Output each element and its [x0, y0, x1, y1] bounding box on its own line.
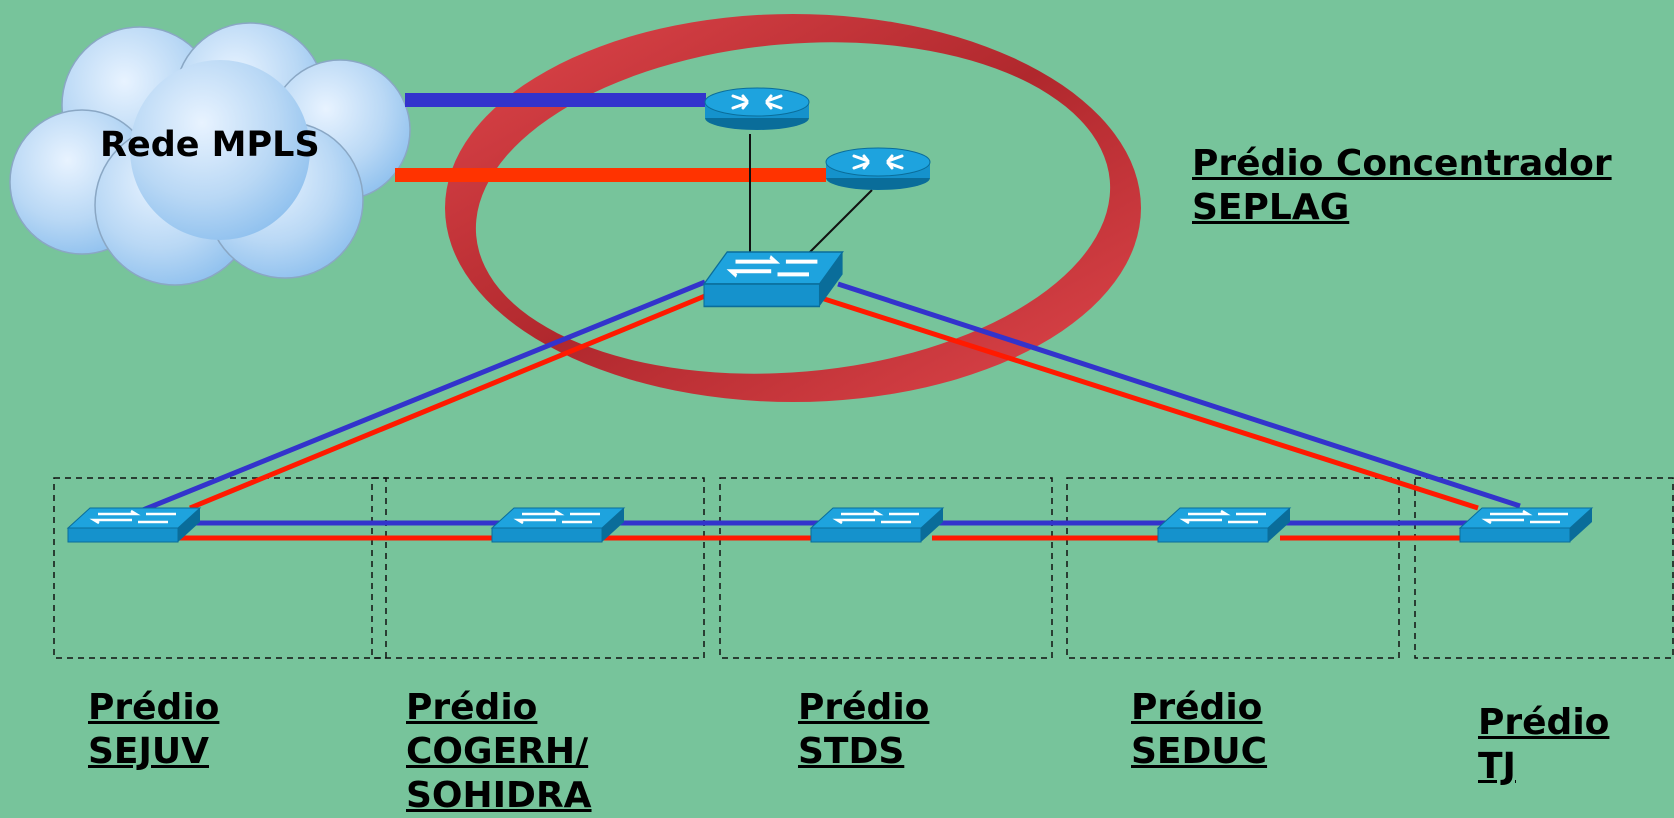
switch-icon [704, 252, 843, 306]
building-box-seduc [1066, 477, 1400, 659]
switch-icon [1156, 506, 1292, 544]
building-label-cogerh: Prédio COGERH/ SOHIDRA [406, 686, 592, 818]
core-sejuv-blue [142, 279, 706, 513]
building-label-line: Prédio [798, 687, 930, 728]
building-label-line: Prédio [1478, 702, 1610, 743]
cloud-label: Rede MPLS [100, 125, 320, 165]
switch-icon [809, 506, 945, 544]
router2-switch-link [807, 189, 873, 255]
concentrator-label: Prédio Concentrador SEPLAG [1192, 142, 1612, 230]
core-sejuv-red [189, 293, 706, 511]
building-label-line: SEDUC [1131, 731, 1268, 772]
router-icon [703, 86, 811, 132]
building-box-stds [719, 477, 1053, 659]
building-label-line: COGERH/ [406, 731, 589, 772]
building-label-line: Prédio [88, 687, 220, 728]
building-label-line: TJ [1478, 746, 1516, 787]
concentrator-label-line1: Prédio Concentrador [1192, 143, 1612, 184]
switch-icon [1458, 506, 1594, 544]
building-label-line: Prédio [1131, 687, 1263, 728]
building-label-tj: Prédio TJ [1478, 701, 1609, 789]
building-label-line: STDS [798, 731, 905, 772]
cloud-icon [9, 22, 411, 286]
core-tj-blue [837, 281, 1521, 509]
building-label-stds: Prédio STDS [798, 686, 929, 774]
building-box-sejuv [53, 477, 387, 659]
building-label-line: Prédio [406, 687, 538, 728]
building-label-line: SOHIDRA [406, 775, 592, 816]
core-tj-red [814, 293, 1479, 511]
concentrator-label-line2: SEPLAG [1192, 187, 1350, 228]
building-label-line: SEJUV [88, 731, 210, 772]
building-label-sejuv: Prédio SEJUV [88, 686, 219, 774]
building-box-cogerh [371, 477, 705, 659]
building-box-tj [1414, 477, 1674, 659]
switch-icon [66, 506, 202, 544]
concentrator-ring [445, 14, 1141, 402]
building-boxes [53, 477, 1674, 659]
router-icon [824, 146, 932, 192]
switch-icon [490, 506, 626, 544]
building-label-seduc: Prédio SEDUC [1131, 686, 1267, 774]
